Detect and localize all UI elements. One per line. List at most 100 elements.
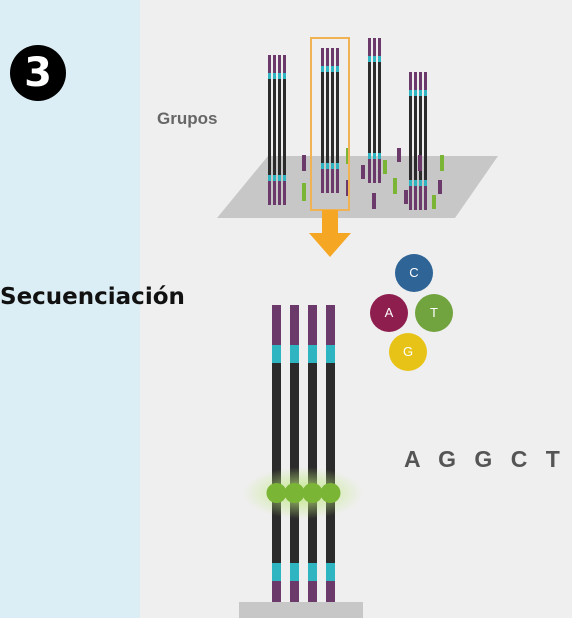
cluster-strand <box>336 48 339 193</box>
fragment <box>432 195 436 209</box>
clusters-label: Grupos <box>157 109 218 128</box>
fragment <box>302 155 306 171</box>
adapter-segment <box>336 48 339 66</box>
adapter-segment <box>331 48 334 66</box>
cluster-strand <box>419 72 422 210</box>
adapter-segment <box>273 181 276 205</box>
cluster-strand <box>268 55 271 205</box>
adapter-segment <box>424 186 427 210</box>
index-segment <box>331 163 334 169</box>
adapter-segment <box>378 159 381 183</box>
fragment <box>393 178 397 194</box>
index-segment <box>414 90 417 96</box>
nucleotide-t: T <box>415 294 453 332</box>
signal-dot <box>284 483 305 503</box>
adapter-segment <box>290 305 299 345</box>
adapter-segment <box>326 581 335 603</box>
index-segment <box>278 175 281 181</box>
fragment <box>418 155 422 171</box>
adapter-segment <box>272 581 281 603</box>
index-segment <box>283 73 286 79</box>
adapter-segment <box>419 72 422 90</box>
index-segment <box>414 180 417 186</box>
signal-dot <box>302 483 323 503</box>
index-segment <box>308 345 317 363</box>
index-segment <box>321 163 324 169</box>
fragment <box>361 165 365 179</box>
cluster-strand <box>331 48 334 193</box>
index-segment <box>326 563 335 581</box>
adapter-segment <box>368 159 371 183</box>
cluster-strand <box>278 55 281 205</box>
index-segment <box>268 73 271 79</box>
adapter-segment <box>378 38 381 56</box>
adapter-segment <box>409 186 412 210</box>
fluorescent-signal <box>243 467 363 519</box>
sequencing-strand <box>290 305 299 603</box>
adapter-segment <box>283 181 286 205</box>
signal-dot <box>266 483 287 503</box>
cluster-strand <box>368 38 371 183</box>
index-segment <box>268 175 271 181</box>
adapter-segment <box>290 581 299 603</box>
index-segment <box>409 90 412 96</box>
index-segment <box>378 153 381 159</box>
flow-cell-base <box>239 602 363 618</box>
fragment <box>383 160 387 174</box>
adapter-segment <box>283 55 286 73</box>
index-segment <box>331 66 334 72</box>
fragment <box>397 148 401 162</box>
nucleotide-g: G <box>389 333 427 371</box>
index-segment <box>321 66 324 72</box>
index-segment <box>273 175 276 181</box>
fragment <box>438 180 442 194</box>
adapter-segment <box>414 186 417 210</box>
adapter-segment <box>278 181 281 205</box>
adapter-segment <box>414 72 417 90</box>
fragment <box>302 183 306 201</box>
index-segment <box>424 90 427 96</box>
index-segment <box>326 345 335 363</box>
index-segment <box>326 66 329 72</box>
index-segment <box>424 180 427 186</box>
sequencing-strand <box>308 305 317 603</box>
diagram-panel <box>140 0 572 618</box>
cluster-strand <box>326 48 329 193</box>
nucleotide-c: C <box>395 254 433 292</box>
down-arrow-icon <box>309 210 351 257</box>
index-segment <box>290 563 299 581</box>
index-segment <box>272 563 281 581</box>
flow-cell-icon <box>217 156 498 218</box>
index-segment <box>326 163 329 169</box>
adapter-segment <box>321 169 324 193</box>
sequencing-strand <box>326 305 335 603</box>
cluster-strand <box>378 38 381 183</box>
adapter-segment <box>368 38 371 56</box>
fragment <box>372 193 376 209</box>
fragment <box>404 190 408 204</box>
fragment <box>440 155 444 171</box>
adapter-segment <box>409 72 412 90</box>
index-segment <box>373 153 376 159</box>
index-segment <box>336 163 339 169</box>
index-segment <box>419 90 422 96</box>
cluster-strand <box>321 48 324 193</box>
adapter-segment <box>326 169 329 193</box>
index-segment <box>368 153 371 159</box>
cluster-strand <box>409 72 412 210</box>
signal-dot <box>320 483 341 503</box>
index-segment <box>419 180 422 186</box>
adapter-segment <box>373 159 376 183</box>
adapter-segment <box>268 181 271 205</box>
adapter-segment <box>336 169 339 193</box>
index-segment <box>273 73 276 79</box>
cluster-strand <box>373 38 376 183</box>
adapter-segment <box>308 581 317 603</box>
index-segment <box>283 175 286 181</box>
stage-title: Secuenciación <box>0 284 185 310</box>
adapter-segment <box>272 305 281 345</box>
adapter-segment <box>308 305 317 345</box>
index-segment <box>290 345 299 363</box>
adapter-segment <box>373 38 376 56</box>
adapter-segment <box>278 55 281 73</box>
